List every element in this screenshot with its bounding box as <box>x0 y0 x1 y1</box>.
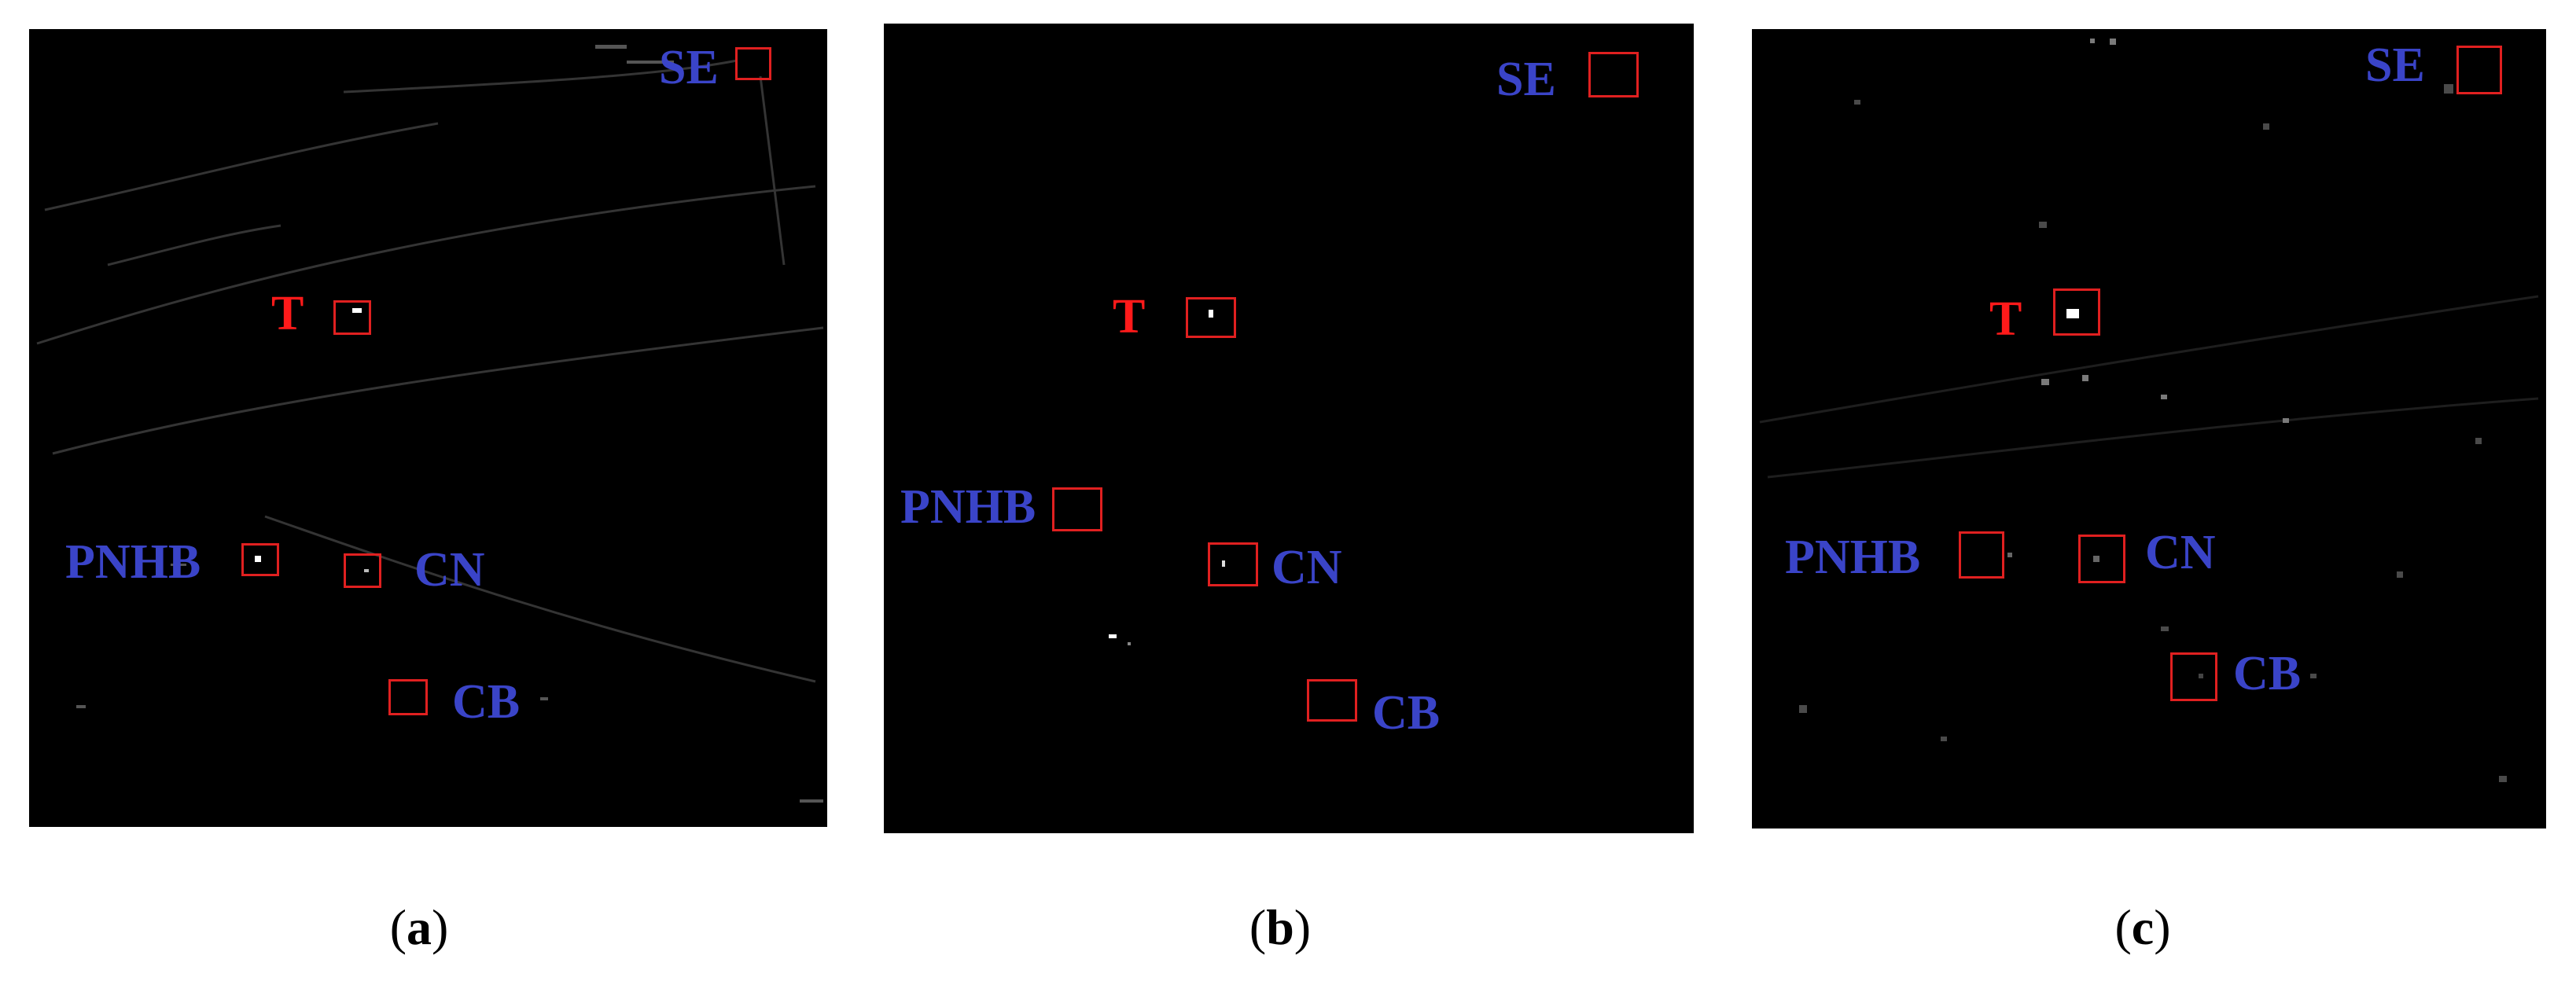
panel-c-box-cn <box>2078 535 2125 583</box>
panel-a-box-pnhb <box>241 543 279 576</box>
panel-c-box-se <box>2456 46 2502 94</box>
panel-c-label-pnhb: PNHB <box>1785 531 1921 584</box>
panel-a-box-cn <box>344 553 381 588</box>
caption-b: (b) <box>1249 899 1312 955</box>
panel-a-image <box>29 29 827 827</box>
caption-b-letter: b <box>1266 899 1294 955</box>
panel-b-image <box>884 24 1694 833</box>
panel-b-label-t: T <box>1113 290 1146 344</box>
panel-c-label-t: T <box>1989 292 2022 346</box>
panel-a-box-se <box>735 47 771 80</box>
caption-a: (a) <box>389 899 449 955</box>
panel-a-label-pnhb: PNHB <box>65 535 201 589</box>
panel-b-box-cn <box>1208 542 1258 586</box>
panel-b-box-pnhb <box>1052 487 1102 531</box>
panel-a-label-cb: CB <box>452 675 521 729</box>
panel-a-label-cn: CN <box>414 543 485 597</box>
panel-a-detection-map <box>36 45 824 803</box>
caption-c-letter: c <box>2131 899 2155 955</box>
panel-c-label-cb: CB <box>2233 647 2302 700</box>
panel-b-label-cn: CN <box>1271 541 1342 594</box>
panel-c-label-cn: CN <box>2145 526 2216 579</box>
panel-b-box-cb <box>1307 679 1357 722</box>
panel-a-box-t <box>333 300 371 335</box>
panel-a-box-cb <box>388 679 428 715</box>
panel-a-label-se: SE <box>659 41 719 94</box>
panel-b-label-se: SE <box>1496 53 1556 106</box>
caption-a-letter: a <box>407 899 432 955</box>
caption-c: (c) <box>2114 899 2171 955</box>
panel-c-detection-map <box>1759 39 2539 782</box>
panel-b-box-se <box>1588 52 1639 97</box>
panel-c-box-cb <box>2170 652 2217 701</box>
panel-c-box-pnhb <box>1959 531 2004 579</box>
panel-a-label-t: T <box>271 287 304 340</box>
panel-b-detection-map <box>1109 310 1225 645</box>
panel-c-label-se: SE <box>2365 39 2425 92</box>
panel-b-label-cb: CB <box>1372 686 1441 740</box>
panel-b-label-pnhb: PNHB <box>900 480 1036 534</box>
panel-c-image <box>1752 29 2546 829</box>
panel-b-box-t <box>1186 297 1236 338</box>
panel-c-box-t <box>2053 288 2100 336</box>
